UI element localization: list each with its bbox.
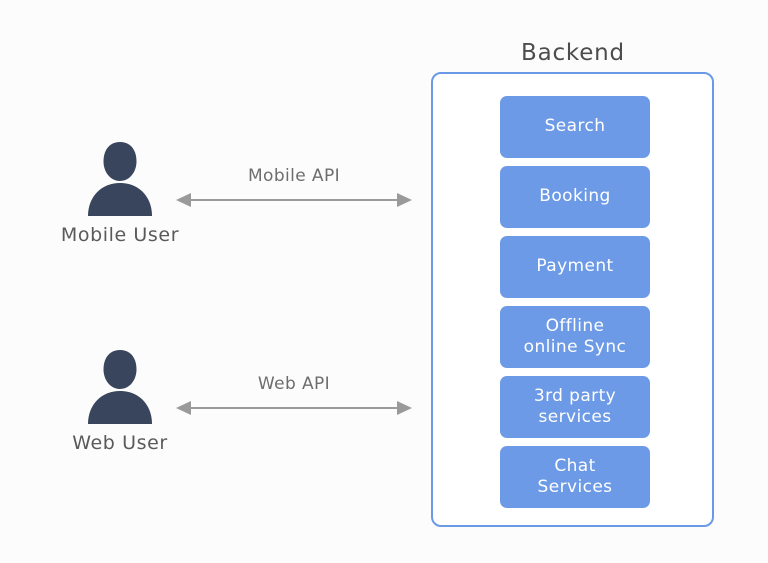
actor-mobile-user[interactable]: Mobile User — [20, 140, 220, 246]
service-box-search[interactable]: Search — [500, 96, 650, 158]
service-list: Search Booking Payment Offline online Sy… — [500, 96, 650, 508]
service-box-3rd-party[interactable]: 3rd party services — [500, 376, 650, 438]
double-headed-arrow-icon — [176, 401, 412, 415]
user-silhouette-icon — [88, 142, 152, 216]
connector-label: Web API — [257, 374, 331, 394]
connector-web-api: Web API — [174, 374, 414, 428]
user-silhouette-icon — [88, 350, 152, 424]
backend-title: Backend — [521, 40, 625, 66]
backend-container: Search Booking Payment Offline online Sy… — [431, 72, 714, 527]
connector-label: Mobile API — [247, 166, 341, 186]
actor-label: Web User — [72, 432, 168, 454]
service-box-offline-sync[interactable]: Offline online Sync — [500, 306, 650, 368]
service-box-payment[interactable]: Payment — [500, 236, 650, 298]
service-box-chat-services[interactable]: Chat Services — [500, 446, 650, 508]
actor-web-user[interactable]: Web User — [20, 348, 220, 454]
double-headed-arrow-icon — [176, 193, 412, 207]
connector-mobile-api: Mobile API — [174, 166, 414, 220]
actor-label: Mobile User — [60, 224, 180, 246]
service-box-booking[interactable]: Booking — [500, 166, 650, 228]
